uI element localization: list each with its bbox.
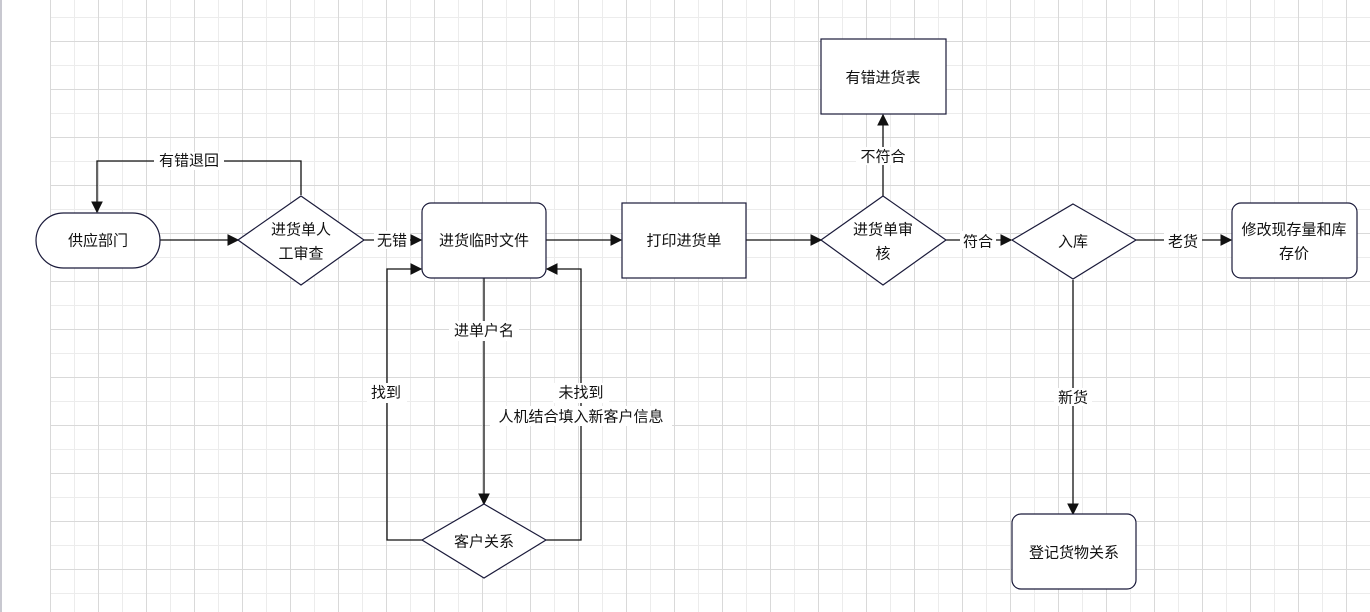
node-manual-check-label-line2: 工审查 (278, 245, 323, 263)
node-temp-file[interactable]: 进货临时文件 (421, 202, 547, 279)
edge-label-no-error: 无错 (377, 232, 407, 250)
edge-label-return-error: 有错退回 (159, 152, 219, 170)
edge-new-goods[interactable]: 新货 (1054, 280, 1092, 516)
node-print-order[interactable]: 打印进货单 (621, 202, 747, 279)
edge-label-old-goods: 老货 (1168, 233, 1198, 251)
edge-match[interactable]: 符合 (946, 231, 1013, 251)
node-register-goods[interactable]: 登记货物关系 (1011, 513, 1137, 590)
node-error-table[interactable]: 有错进货表 (820, 38, 947, 115)
edge-label-new-goods: 新货 (1058, 389, 1088, 407)
node-print-order-label: 打印进货单 (646, 232, 721, 250)
node-register-goods-label: 登记货物关系 (1029, 544, 1119, 562)
node-order-review-label-line1: 进货单审 (853, 221, 913, 239)
edge-label-not-found-line2: 人机结合填入新客户信息 (498, 408, 663, 426)
node-update-stock-label-line2: 存价 (1279, 245, 1309, 263)
edge-no-error[interactable]: 无错 (364, 231, 423, 250)
edge-label-match: 符合 (963, 233, 993, 251)
node-stock-in[interactable]: 入库 (1010, 203, 1138, 280)
edge-old-goods[interactable]: 老货 (1136, 231, 1233, 251)
canvas-left-border (0, 0, 2, 612)
edge-found[interactable]: 找到 (367, 263, 423, 541)
node-supplier[interactable]: 供应部门 (35, 212, 161, 269)
edge-not-match[interactable]: 不符合 (856, 113, 910, 196)
edge-label-not-match: 不符合 (860, 148, 905, 166)
node-order-review[interactable]: 进货单审 核 (819, 195, 948, 286)
node-supplier-label: 供应部门 (68, 232, 128, 250)
node-update-stock-label-line1: 修改现存量和库 (1241, 221, 1346, 239)
node-temp-file-label: 进货临时文件 (439, 232, 529, 250)
node-stock-in-label: 入库 (1058, 233, 1088, 251)
edge-label-customer-name: 进单户名 (454, 322, 514, 340)
node-manual-check[interactable]: 进货单人 工审查 (236, 195, 366, 286)
edge-label-found: 找到 (371, 384, 401, 402)
node-error-table-label: 有错进货表 (845, 69, 920, 87)
edge-label-not-found-line1: 未找到 (558, 384, 603, 402)
node-manual-check-label-line1: 进货单人 (271, 221, 331, 239)
grid-canvas (50, 0, 1370, 612)
node-customer-relation[interactable]: 客户关系 (420, 503, 548, 579)
node-update-stock[interactable]: 修改现存量和库 存价 (1231, 202, 1358, 279)
node-order-review-label-line2: 核 (875, 245, 890, 263)
edge-return-error[interactable]: 有错退回 (91, 152, 302, 214)
node-customer-relation-label: 客户关系 (454, 533, 514, 551)
edge-customer-name[interactable]: 进单户名 (449, 278, 519, 506)
edge-not-found[interactable]: 未找到 人机结合填入新客户信息 (490, 263, 672, 541)
